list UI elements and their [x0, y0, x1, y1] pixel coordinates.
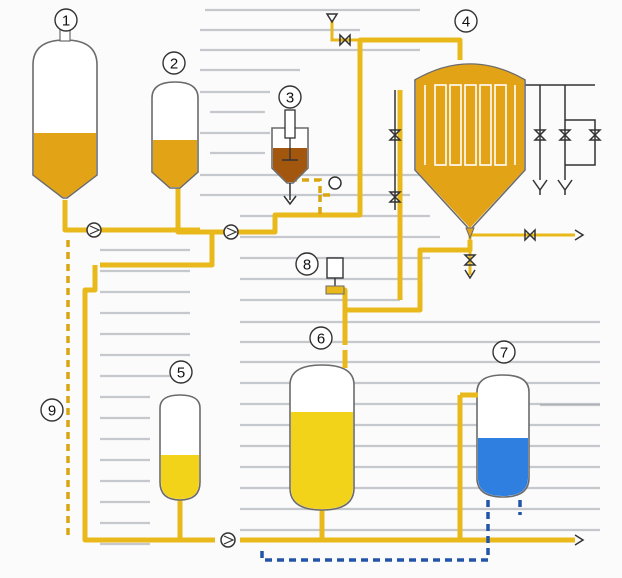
label-1: 1	[54, 8, 78, 32]
tank4-jacket-lines	[394, 84, 596, 210]
svg-text:3: 3	[286, 90, 294, 107]
vessel-2	[151, 81, 199, 189]
vessel-7	[460, 374, 530, 498]
blue-return-line	[260, 500, 490, 562]
pump-5-arrow	[223, 535, 235, 545]
jacket-outlet-b	[532, 179, 548, 192]
svg-text:2: 2	[170, 56, 178, 73]
valve-side-2	[388, 191, 402, 203]
outlet-arrow-right	[574, 229, 585, 241]
valve-drain	[463, 254, 477, 266]
pumps	[86, 176, 342, 548]
valve-bottom-out	[524, 228, 536, 242]
pipe-9-main	[82, 265, 215, 543]
label-8: 8	[295, 252, 319, 276]
valve-inlet	[339, 33, 351, 47]
valve-jacket-1	[533, 129, 547, 141]
pump-1-arrow	[89, 225, 101, 235]
svg-text:6: 6	[317, 331, 325, 348]
svg-text:8: 8	[303, 257, 311, 274]
svg-text:1: 1	[62, 13, 70, 30]
drain-arrow	[464, 269, 476, 280]
label-4: 4	[454, 9, 478, 33]
jacket-outlet-c	[557, 179, 573, 192]
equipment-labels: 1 2 3 4 5 6 7 8	[40, 8, 516, 422]
jacket-bypass	[565, 119, 596, 166]
pipe-2-out	[175, 188, 222, 235]
valve-side-1	[388, 129, 402, 141]
pump-2-arrow	[226, 227, 238, 237]
label-9: 9	[40, 398, 64, 422]
vessel-3	[271, 109, 309, 206]
dosing-line-3	[290, 178, 335, 197]
pump-3	[328, 176, 342, 190]
svg-text:9: 9	[48, 403, 56, 420]
pipe-1-out	[62, 200, 88, 233]
outlet-arrow-bottom	[574, 534, 585, 546]
label-6: 6	[309, 326, 333, 350]
jacket-stems	[539, 190, 566, 195]
valves	[325, 13, 602, 546]
pipe-2-to-header	[240, 212, 335, 235]
pipe-return-upper	[100, 229, 275, 268]
label-5: 5	[169, 360, 193, 384]
valve-jacket-3	[588, 129, 602, 141]
inlet-arrow	[325, 13, 339, 24]
vessel-5	[159, 394, 201, 501]
pipelines	[62, 20, 575, 562]
vessel-1	[32, 27, 98, 199]
label-7: 7	[492, 340, 516, 364]
tank-4	[414, 63, 526, 240]
label-3: 3	[278, 85, 302, 109]
svg-text:5: 5	[177, 365, 185, 382]
vessel-6	[289, 350, 355, 511]
label-2: 2	[162, 51, 186, 75]
valve-jacket-2	[558, 129, 572, 141]
svg-text:7: 7	[500, 345, 508, 362]
control-valve-8	[325, 257, 345, 295]
svg-text:4: 4	[462, 14, 470, 31]
